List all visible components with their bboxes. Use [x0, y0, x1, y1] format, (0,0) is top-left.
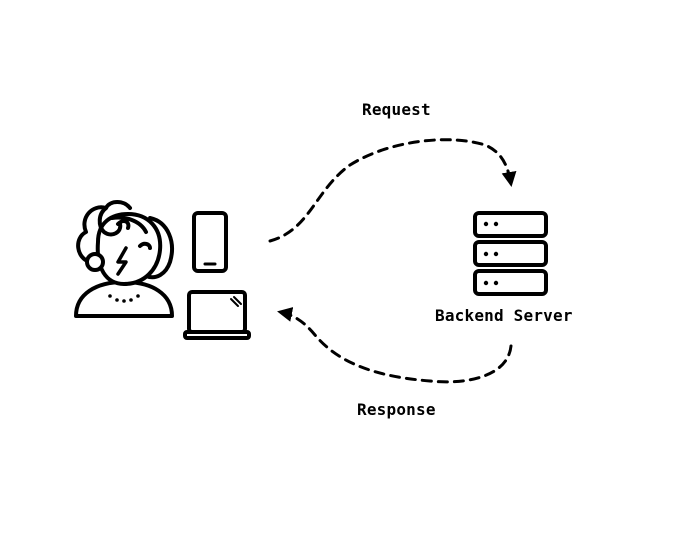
laptop-icon — [183, 290, 251, 340]
request-label: Request — [362, 100, 431, 119]
smartphone-icon — [192, 211, 228, 273]
server-label: Backend Server — [435, 306, 573, 325]
response-arrow — [277, 307, 513, 384]
request-arrow — [268, 138, 517, 243]
server-stack-icon — [473, 211, 548, 296]
user-avatar-icon — [74, 200, 174, 318]
response-label: Response — [357, 400, 436, 419]
